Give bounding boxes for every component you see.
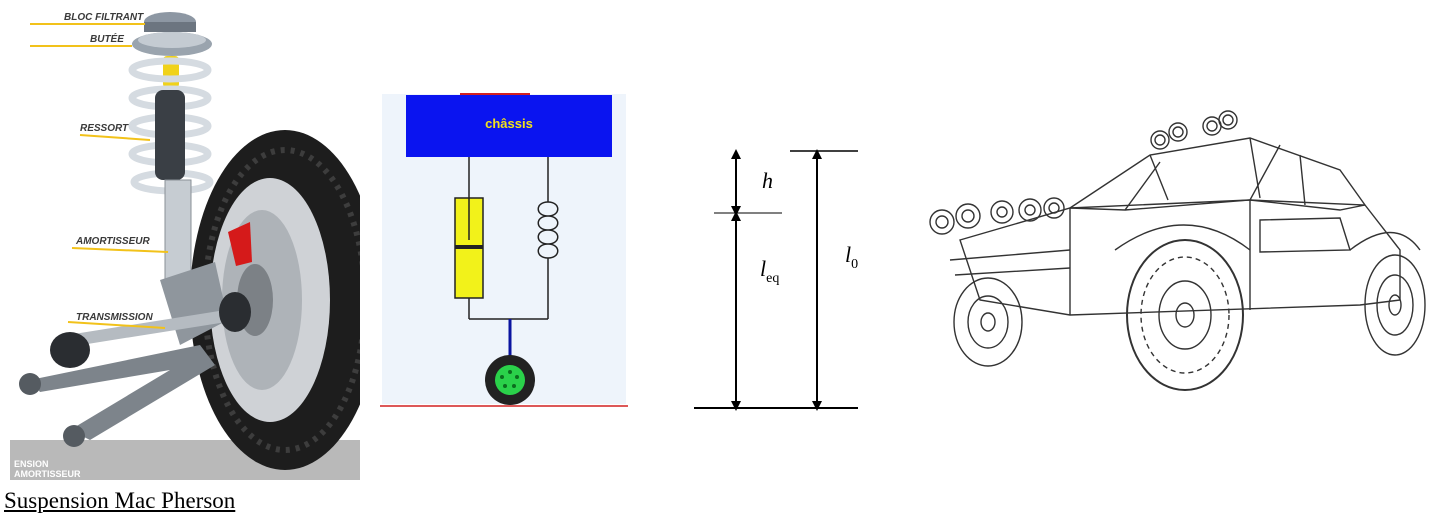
label-butee: BUTÉE <box>90 32 124 45</box>
spring-symbol <box>537 201 559 259</box>
label-transmission: TRANSMISSION <box>76 312 153 323</box>
length-diagram: h leq l0 <box>690 140 870 420</box>
rear-wheel-arch <box>1349 231 1421 251</box>
macpherson-illustration: ENSION AMORTISSEUR <box>0 0 380 480</box>
front-right-wheel <box>1126 239 1244 391</box>
buggy-svg <box>929 110 1426 391</box>
roof-lights <box>1150 110 1238 150</box>
corner-text-1: ENSION <box>14 459 49 469</box>
roll-cage <box>1069 137 1366 209</box>
wheel-hub <box>495 365 525 395</box>
lower-control-arm <box>30 345 215 440</box>
label-amortisseur: AMORTISSEUR <box>75 236 150 247</box>
offroad-buggy-drawing <box>920 100 1440 400</box>
side-window <box>1259 217 1351 253</box>
chassis-label: châssis <box>485 116 533 131</box>
label-bloc-filtrant: BLOC FILTRANT <box>64 12 144 23</box>
inner-cv-boot <box>50 332 90 368</box>
length-svg: h leq l0 <box>694 149 858 411</box>
rear-wheel <box>1364 254 1426 356</box>
front-wheel-arch <box>1114 224 1251 251</box>
label-ressort: RESSORT <box>80 123 129 134</box>
cv-boot <box>219 292 251 332</box>
front-left-wheel <box>953 277 1023 367</box>
macpherson-svg: ENSION AMORTISSEUR <box>10 12 380 480</box>
l0-label: l0 <box>845 242 858 272</box>
suspension-schematic: châssis <box>380 90 630 410</box>
brake-caliper <box>228 222 252 266</box>
corner-text-2: AMORTISSEUR <box>14 469 81 479</box>
figure-caption: Suspension Mac Pherson <box>4 488 236 513</box>
front-bumper <box>949 249 1071 276</box>
front-light-bar <box>929 197 1065 235</box>
leq-label: leq <box>760 256 779 286</box>
h-label: h <box>762 168 773 193</box>
arm-bushing-front <box>19 373 41 395</box>
chassis-block <box>406 95 612 157</box>
dust-boot <box>155 90 185 180</box>
label-arrows <box>30 23 169 329</box>
schematic-svg: châssis <box>380 93 628 407</box>
arm-bushing-rear <box>63 425 85 447</box>
body <box>959 199 1401 316</box>
